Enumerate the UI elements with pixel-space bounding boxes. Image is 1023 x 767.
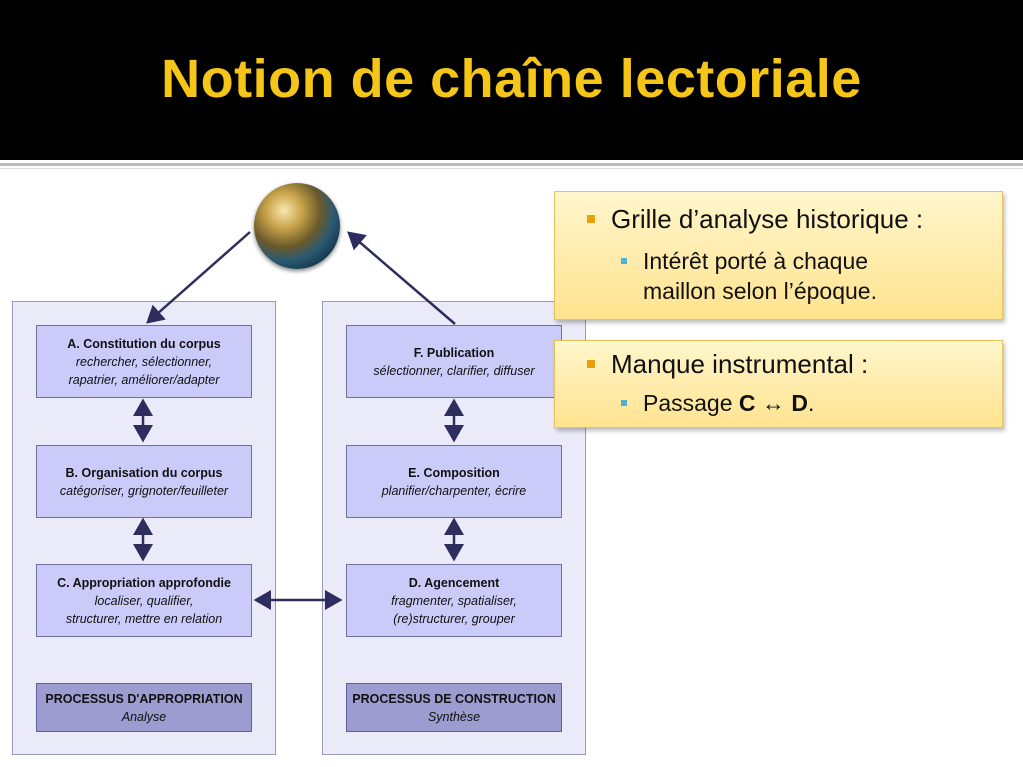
box-line: catégoriser, grignoter/feuilleter [59,483,229,498]
subpoint-d: D [791,390,808,416]
callout-subpoint: Intérêt porté à chaque maillon selon l’é… [621,246,943,306]
box-title: B. Organisation du corpus [65,465,223,480]
box-organisation-corpus: B. Organisation du corpus catégoriser, g… [36,445,252,518]
box-line: planifier/charpenter, écrire [381,483,527,498]
slide-title: Notion de chaîne lectoriale [161,49,862,109]
subpoint-prefix: Passage [643,390,739,416]
box-title: D. Agencement [408,575,500,590]
box-constitution-corpus: A. Constitution du corpus rechercher, sé… [36,325,252,398]
globe-icon [254,183,340,269]
subpoint-suffix: . [807,390,815,416]
slide-header: Notion de chaîne lectoriale [0,0,1023,160]
process-subtitle: Synthèse [427,709,481,724]
box-title: E. Composition [408,465,500,480]
header-divider [0,163,1023,166]
subpoint-c: C [738,390,756,416]
process-subtitle: Analyse [121,709,167,724]
box-title: F. Publication [413,345,495,360]
box-composition: E. Composition planifier/charpenter, écr… [346,445,562,518]
callout-heading: Manque instrumental : [587,349,991,379]
box-line: rapatrier, améliorer/adapter [68,372,220,387]
box-line: (re)structurer, grouper [393,611,515,626]
process-construction: PROCESSUS DE CONSTRUCTION Synthèse [346,683,562,732]
header-divider-thin [0,168,1023,169]
box-appropriation-approfondie: C. Appropriation approfondie localiser, … [36,564,252,637]
callout-grille-analyse: Grille d’analyse historique : Intérêt po… [554,191,1003,320]
process-title: PROCESSUS DE CONSTRUCTION [352,691,556,706]
box-line: sélectionner, clarifier, diffuser [373,363,535,378]
bidirectional-arrow-icon: ↔ [761,390,785,416]
box-publication: F. Publication sélectionner, clarifier, … [346,325,562,398]
box-line: fragmenter, spatialiser, [391,593,517,608]
callout-manque-instrumental: Manque instrumental : Passage C ↔ D. [554,340,1003,428]
box-title: C. Appropriation approfondie [57,575,231,590]
process-title: PROCESSUS D'APPROPRIATION [45,691,243,706]
box-line: rechercher, sélectionner, [75,354,213,369]
callout-subpoint: Passage C ↔ D. [621,388,983,418]
box-line: localiser, qualifier, [94,593,194,608]
callout-heading: Grille d’analyse historique : [587,204,991,234]
process-appropriation: PROCESSUS D'APPROPRIATION Analyse [36,683,252,732]
box-line: structurer, mettre en relation [65,611,223,626]
box-agencement: D. Agencement fragmenter, spatialiser, (… [346,564,562,637]
box-title: A. Constitution du corpus [67,336,221,351]
